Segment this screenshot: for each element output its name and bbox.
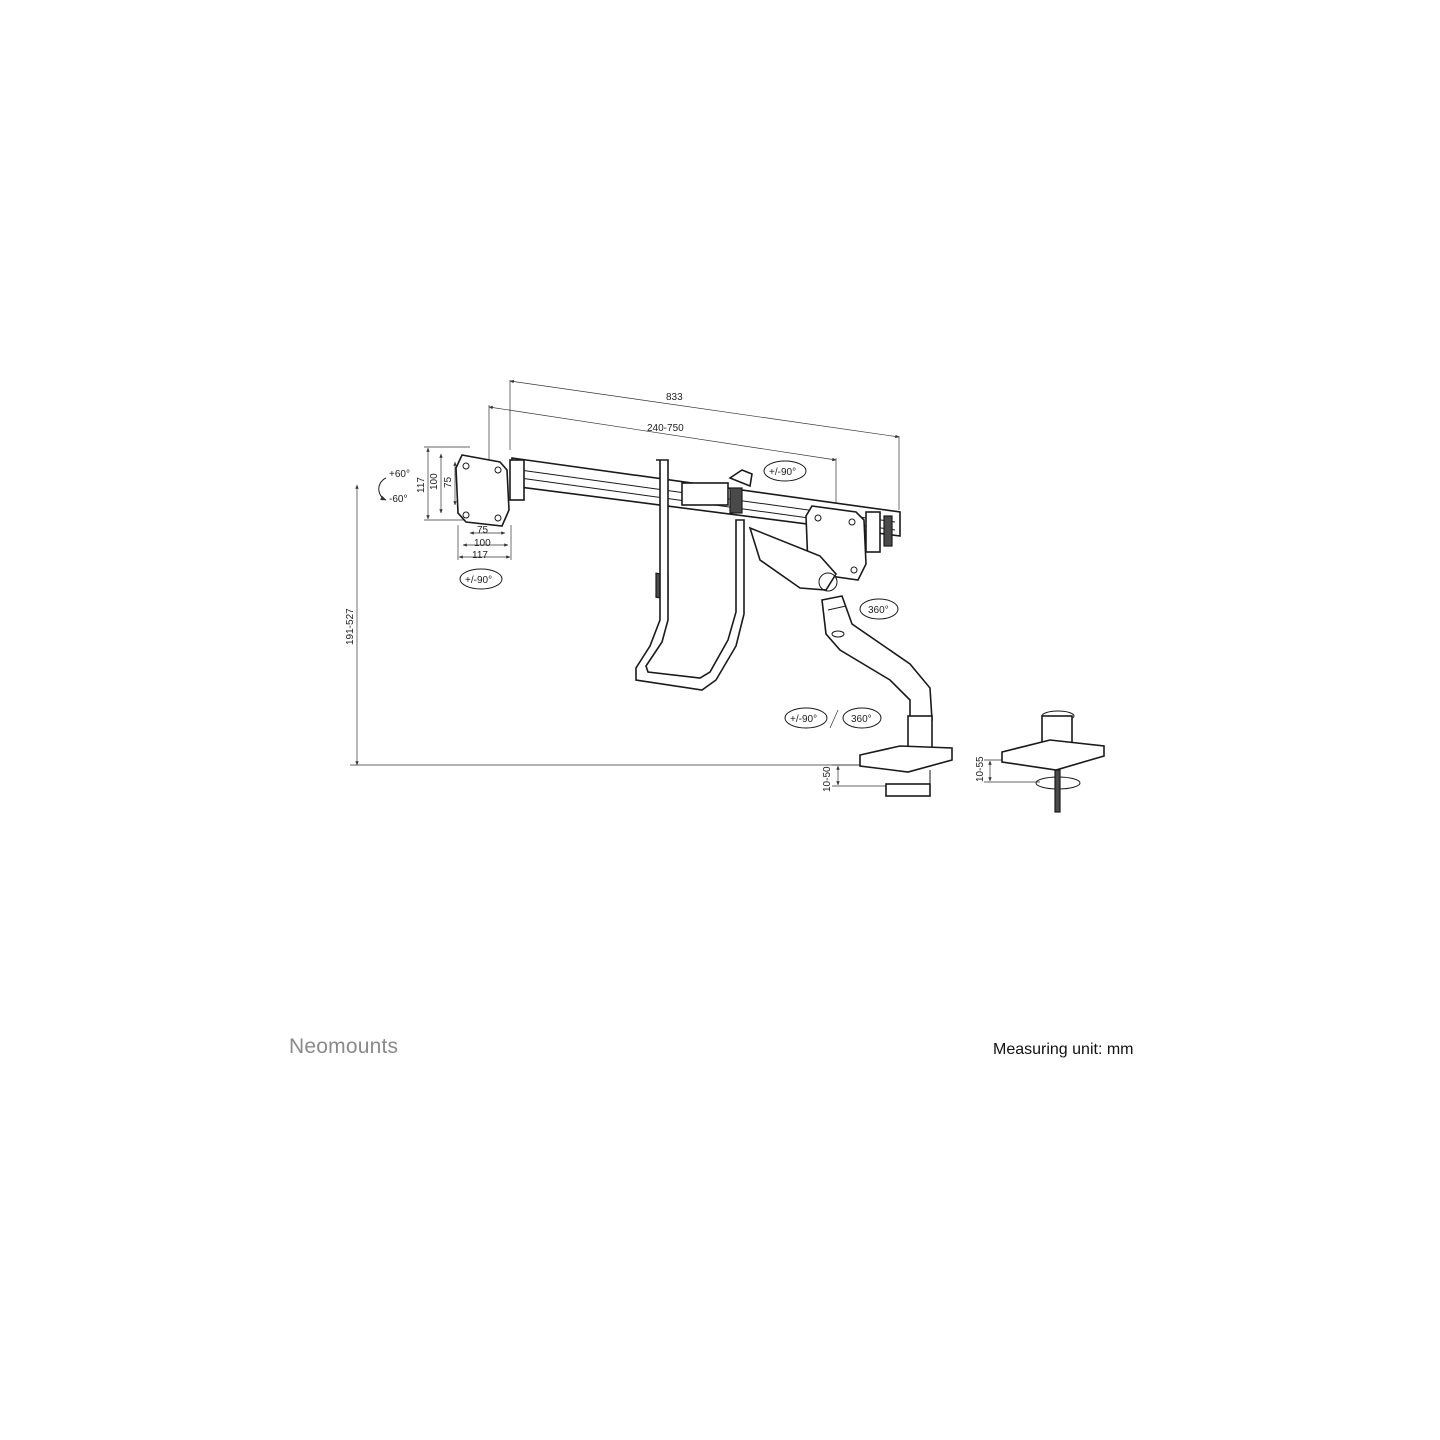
- rotate-badge-base-label: +/-90°: [790, 714, 817, 725]
- rotate-badge-bar: +/-90°: [763, 460, 807, 482]
- rotate-badge-bar-label: +/-90°: [769, 467, 796, 478]
- rotate-badge-left-label: +/-90°: [465, 575, 492, 586]
- swivel-badge-base: 360°: [842, 707, 882, 729]
- swivel-badge-joint: 360°: [859, 598, 899, 620]
- dimension-240-750-label: 240-750: [647, 423, 684, 434]
- dimension-833-label: 833: [666, 392, 683, 403]
- monitor-arm-drawing: [455, 454, 1105, 813]
- vesa-h-100: 100: [429, 473, 440, 490]
- swivel-badge-base-label: 360°: [851, 714, 872, 725]
- clamp-thickness-dimension: 10-50: [822, 764, 890, 792]
- rotate-badge-left: +/-90°: [459, 568, 503, 590]
- dimension-height-label: 191-527: [345, 608, 356, 645]
- tilt-up-label: +60°: [389, 469, 410, 480]
- vesa-h-75: 75: [443, 476, 454, 488]
- vesa-horizontal-dimensions: 75 100 117: [457, 525, 512, 561]
- vesa-vertical-dimensions: 117 100 75: [416, 446, 470, 521]
- clamp-thickness-label: 10-50: [822, 766, 833, 792]
- vesa-w-75: 75: [477, 525, 489, 536]
- rotate-badge-base: +/-90°: [784, 707, 828, 729]
- vesa-w-117: 117: [472, 550, 488, 561]
- dimension-height: 191-527: [345, 484, 900, 766]
- vesa-w-100: 100: [474, 538, 491, 549]
- tilt-down-label: -60°: [389, 494, 407, 505]
- brand-logo: Neomounts: [289, 1035, 399, 1058]
- measuring-unit-note: Measuring unit: mm: [993, 1041, 1134, 1058]
- vesa-h-117: 117: [416, 477, 427, 493]
- swivel-badge-joint-label: 360°: [868, 605, 889, 616]
- dimension-240-750: 240-750: [488, 405, 837, 505]
- tilt-indicator: +60° -60°: [378, 469, 410, 505]
- grommet-thickness-label: 10-55: [975, 756, 986, 782]
